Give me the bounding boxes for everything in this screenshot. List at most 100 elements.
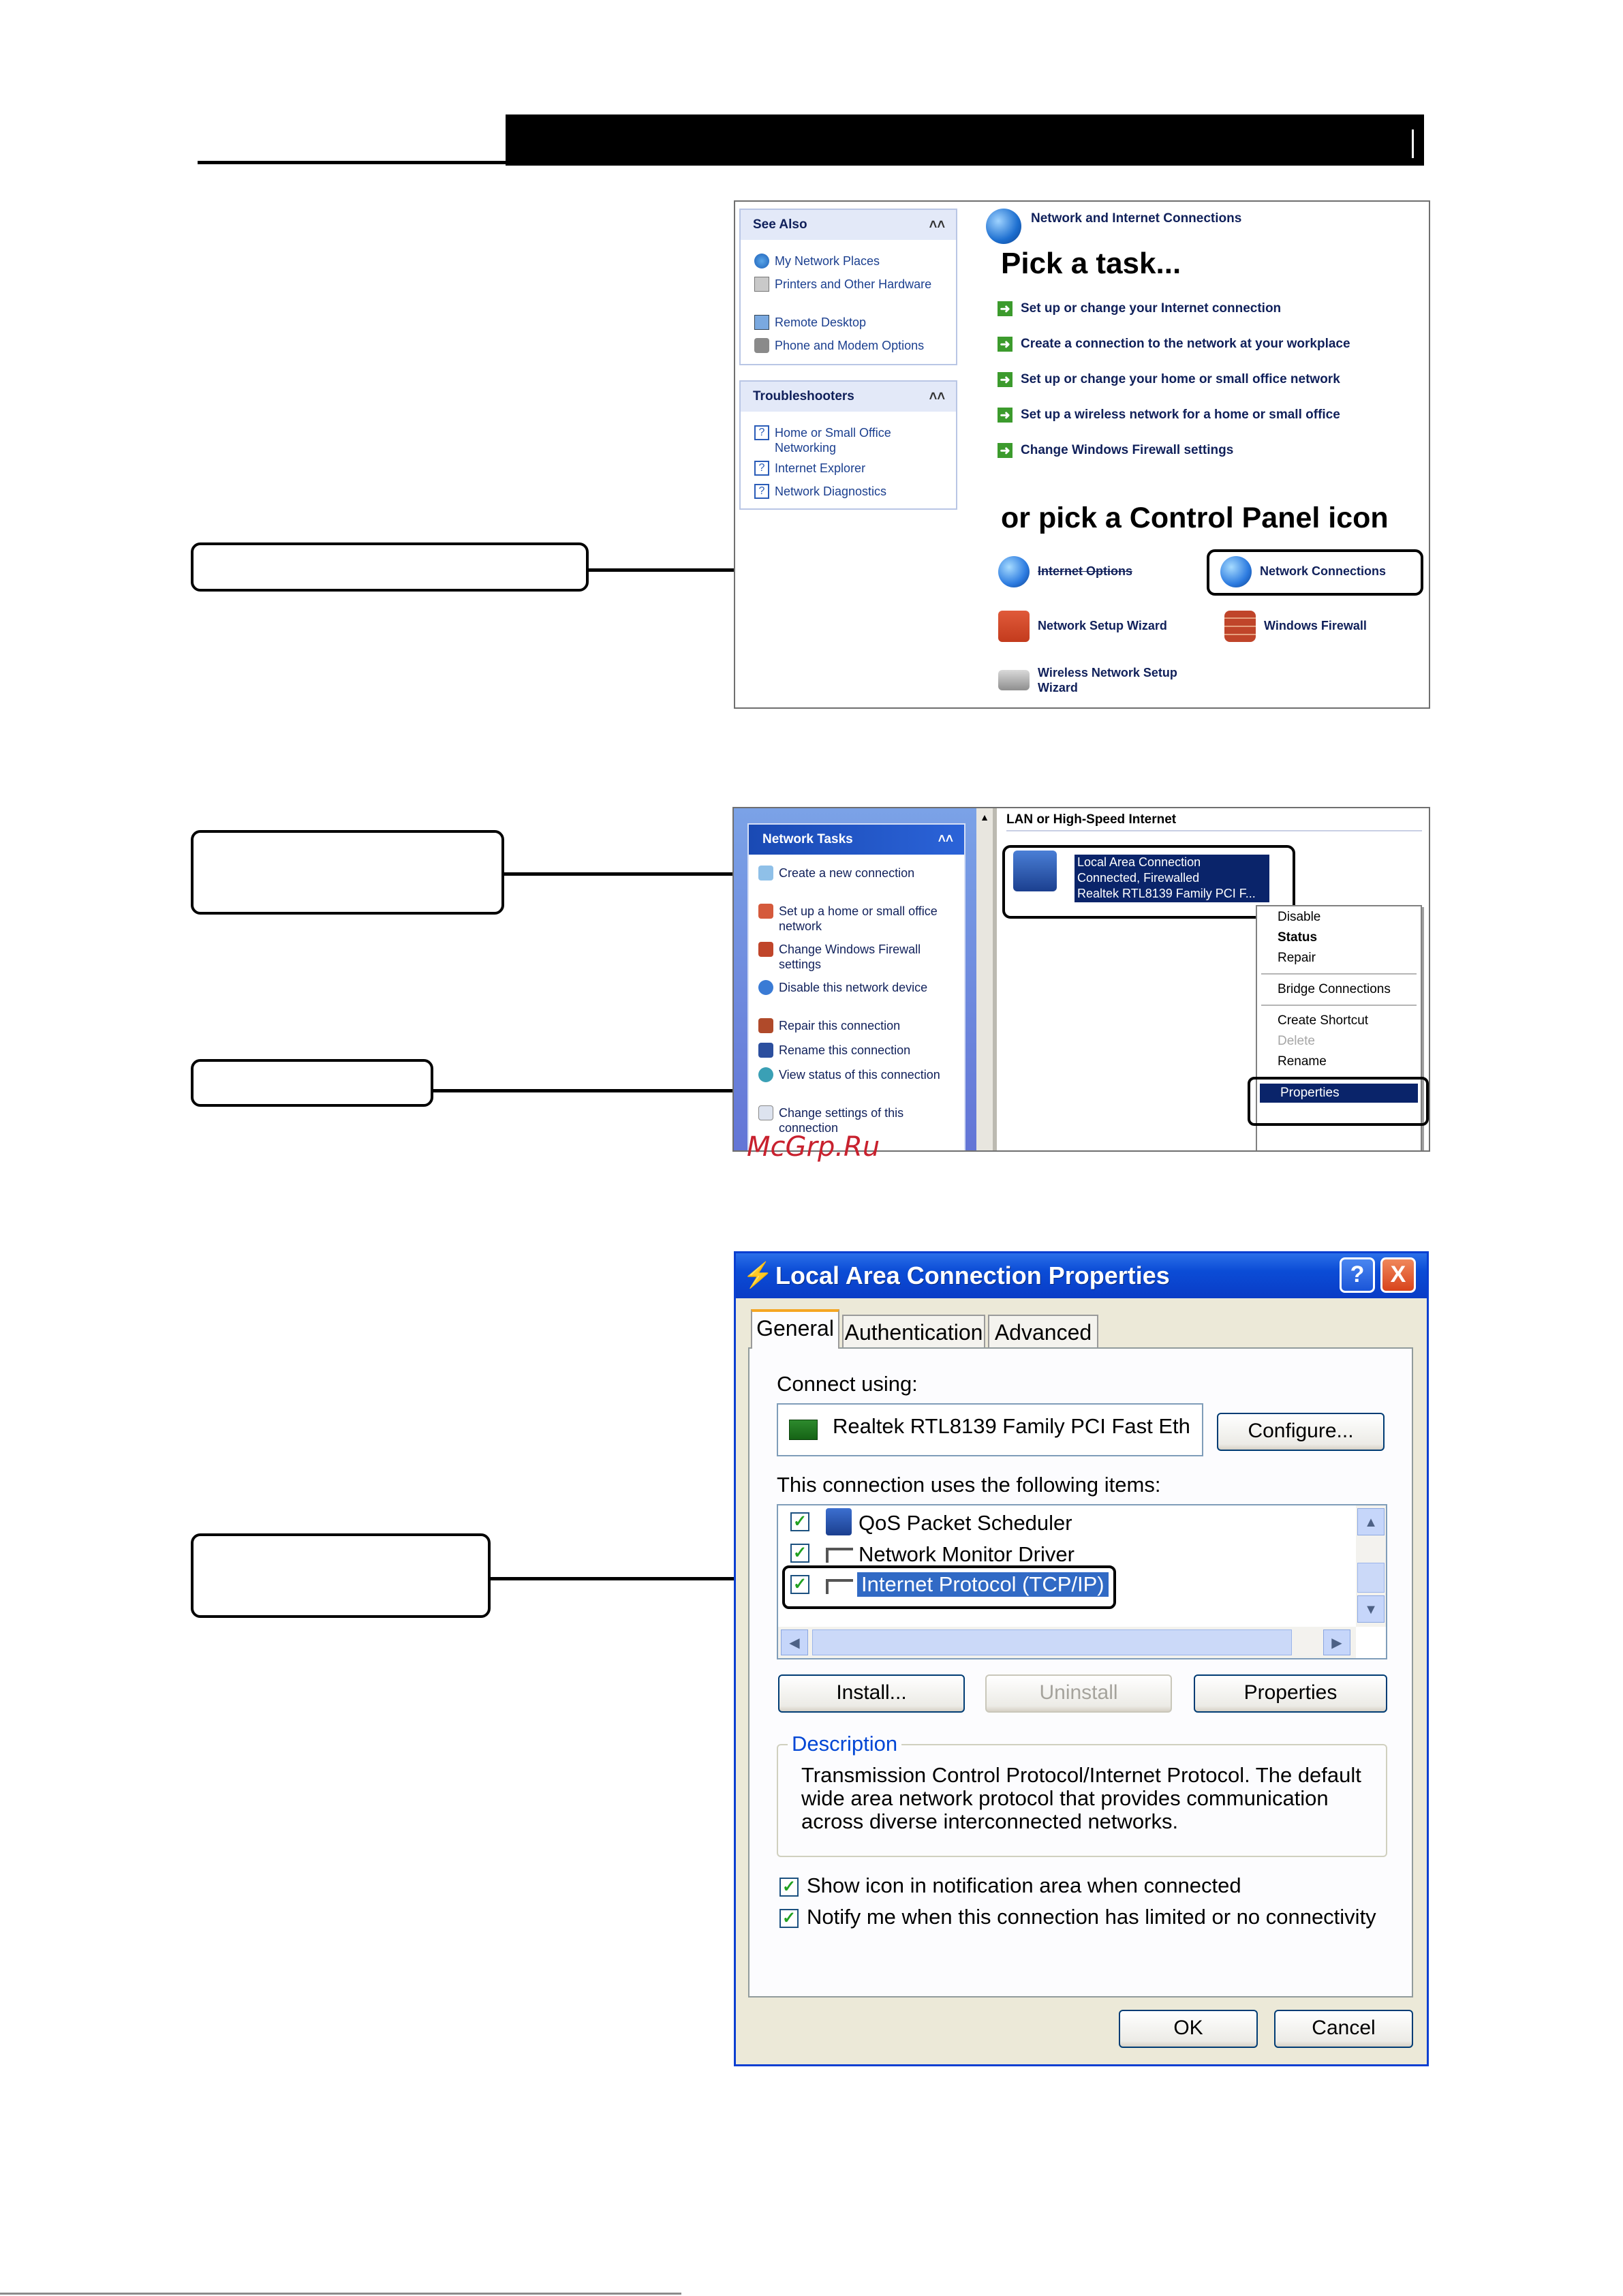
menu-separator (1261, 1005, 1417, 1006)
troubleshooters-header: Troubleshooters ˄˄ (741, 382, 956, 412)
troubleshooter-item[interactable]: ?Home or Small Office Networking (754, 425, 938, 455)
see-also-item[interactable]: Printers and Other Hardware (754, 277, 938, 292)
network-task-label: Repair this connection (779, 1019, 901, 1032)
scroll-up-icon[interactable]: ▲ (1357, 1508, 1385, 1535)
header-tick (1412, 129, 1414, 158)
notify-label[interactable]: Notify me when this connection has limit… (807, 1905, 1376, 1929)
tcpip-label[interactable]: Internet Protocol (TCP/IP) (857, 1572, 1109, 1597)
menu-separator (1261, 973, 1417, 975)
properties-button[interactable]: Properties (1194, 1674, 1387, 1713)
rename-icon (758, 1043, 773, 1058)
context-bridge[interactable]: Bridge Connections (1278, 982, 1391, 996)
callout-box-3 (191, 1059, 433, 1107)
netmon-label[interactable]: Network Monitor Driver (859, 1542, 1075, 1566)
context-repair[interactable]: Repair (1278, 951, 1316, 965)
task-link[interactable]: ➜Set up or change your home or small off… (998, 372, 1340, 387)
help-icon: ? (754, 461, 769, 476)
collapse-chevron-icon[interactable]: ˄˄ (929, 389, 945, 404)
collapse-chevron-icon[interactable]: ˄˄ (929, 217, 945, 232)
green-arrow-icon: ➜ (998, 408, 1013, 423)
network-connections-icon-link[interactable]: Network Connections (1220, 556, 1386, 587)
tab-page: Connect using: Realtek RTL8139 Family PC… (748, 1347, 1413, 1997)
house-icon (998, 611, 1030, 642)
network-connections-highlight (1207, 549, 1423, 596)
network-task-label: Create a new connection (779, 866, 915, 880)
protocol-icon (826, 1579, 853, 1594)
network-task-item[interactable]: Set up a home or small office network (758, 904, 942, 934)
callout-line-4 (491, 1577, 779, 1580)
network-task-item[interactable]: Change settings of this connection (758, 1105, 942, 1135)
qos-checkbox[interactable]: ✓ (790, 1512, 809, 1531)
troubleshooter-item[interactable]: ?Network Diagnostics (754, 484, 938, 499)
show-icon-checkbox[interactable]: ✓ (779, 1878, 799, 1897)
network-task-item[interactable]: Change Windows Firewall settings (758, 942, 942, 972)
connection-highlight (1002, 845, 1295, 919)
help-button[interactable]: ? (1340, 1257, 1375, 1293)
tab-advanced[interactable]: Advanced (988, 1315, 1098, 1351)
green-arrow-icon: ➜ (998, 372, 1013, 387)
horizontal-scroll-thumb[interactable] (812, 1629, 1292, 1655)
context-create-shortcut[interactable]: Create Shortcut (1278, 1013, 1369, 1028)
description-line: wide area network protocol that provides… (801, 1786, 1329, 1810)
description-line: across diverse interconnected networks. (801, 1809, 1179, 1833)
local-area-connection-item[interactable]: Local Area Connection Connected, Firewal… (1075, 855, 1269, 902)
netmon-checkbox[interactable]: ✓ (790, 1544, 809, 1563)
items-label: This connection uses the following items… (777, 1473, 1161, 1497)
qos-label[interactable]: QoS Packet Scheduler (859, 1511, 1072, 1535)
show-icon-label[interactable]: Show icon in notification area when conn… (807, 1873, 1241, 1897)
windows-firewall-link[interactable]: Windows Firewall (1224, 611, 1367, 642)
notify-checkbox[interactable]: ✓ (779, 1909, 799, 1928)
network-task-item[interactable]: Create a new connection (758, 866, 942, 881)
vertical-scrollbar[interactable] (976, 808, 993, 1150)
wireless-icon (998, 670, 1030, 690)
context-disable[interactable]: Disable (1278, 910, 1321, 924)
see-also-item[interactable]: Phone and Modem Options (754, 338, 938, 353)
scroll-left-icon[interactable]: ◀ (781, 1629, 808, 1655)
properties-dialog: ⚡ Local Area Connection Properties ? X G… (734, 1251, 1429, 2066)
pick-task-heading: Pick a task... (1001, 247, 1181, 280)
see-also-header: See Also ˄˄ (741, 210, 956, 240)
category-globe-icon (986, 209, 1021, 244)
scroll-down-icon[interactable]: ▼ (1357, 1595, 1385, 1623)
network-task-label: Change settings of this connection (779, 1106, 904, 1135)
tcpip-checkbox[interactable]: ✓ (790, 1575, 809, 1594)
scroll-right-icon[interactable]: ▶ (1323, 1629, 1350, 1655)
help-icon: ? (754, 425, 769, 440)
see-also-item[interactable]: Remote Desktop (754, 315, 938, 330)
cancel-button[interactable]: Cancel (1274, 2010, 1413, 2048)
install-button[interactable]: Install... (778, 1674, 965, 1713)
network-task-item[interactable]: Repair this connection (758, 1018, 942, 1033)
network-task-item[interactable]: Disable this network device (758, 980, 942, 995)
network-task-item[interactable]: Rename this connection (758, 1043, 942, 1058)
ok-button[interactable]: OK (1119, 2010, 1258, 2048)
task-link[interactable]: ➜Set up or change your Internet connecti… (998, 301, 1281, 316)
dialog-title: Local Area Connection Properties (775, 1261, 1170, 1289)
scroll-thumb[interactable] (1357, 1563, 1385, 1593)
see-also-item[interactable]: My Network Places (754, 254, 938, 269)
phone-icon (754, 338, 769, 353)
context-status[interactable]: Status (1278, 930, 1318, 945)
close-button[interactable]: X (1380, 1257, 1416, 1293)
configure-button[interactable]: Configure... (1217, 1413, 1385, 1451)
scroll-up-arrow-icon[interactable]: ▲ (980, 812, 989, 823)
category-title: Network and Internet Connections (1031, 211, 1242, 226)
wireless-setup-link[interactable]: Wireless Network Setup Wizard (998, 665, 1208, 695)
task-link[interactable]: ➜Create a connection to the network at y… (998, 337, 1350, 352)
connect-using-label: Connect using: (777, 1372, 918, 1396)
task-link[interactable]: ➜Set up a wireless network for a home or… (998, 408, 1340, 423)
tab-authentication[interactable]: Authentication (842, 1315, 985, 1351)
protocol-icon (826, 1548, 853, 1563)
title-bar[interactable]: ⚡ Local Area Connection Properties ? X (736, 1253, 1427, 1298)
tab-general[interactable]: General (751, 1309, 839, 1349)
internet-options-icon-link[interactable]: Internet Options (998, 556, 1132, 587)
context-properties[interactable]: Properties (1260, 1084, 1418, 1103)
network-task-item[interactable]: View status of this connection (758, 1067, 942, 1082)
collapse-chevron-icon[interactable]: ˄˄ (938, 832, 953, 846)
green-arrow-icon: ➜ (998, 301, 1013, 316)
remote-desktop-icon (754, 315, 769, 330)
group-header-rule (1006, 830, 1422, 831)
task-link[interactable]: ➜Change Windows Firewall settings (998, 443, 1233, 458)
context-rename[interactable]: Rename (1278, 1054, 1327, 1069)
troubleshooter-item[interactable]: ?Internet Explorer (754, 461, 938, 476)
network-setup-wizard-link[interactable]: Network Setup Wizard (998, 611, 1167, 642)
